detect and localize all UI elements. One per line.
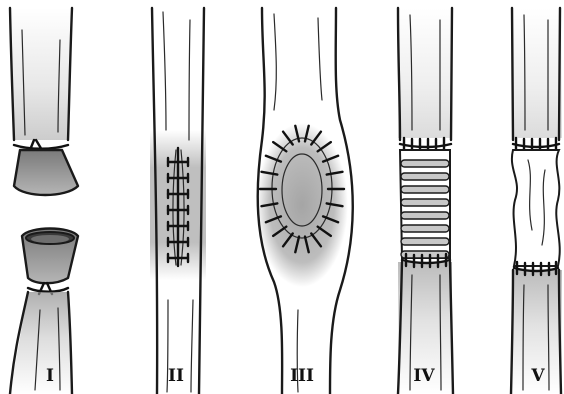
- panel-label-1: I: [30, 366, 70, 386]
- graft-ring: [401, 160, 449, 167]
- graft-ring: [401, 225, 449, 232]
- panel-1-illustration: [10, 8, 78, 394]
- graft-ring: [401, 199, 449, 206]
- graft-ring: [401, 186, 449, 193]
- panel-label-3: III: [282, 366, 322, 386]
- graft-ring: [401, 251, 449, 258]
- graft-ring: [401, 173, 449, 180]
- panel-4-illustration: [398, 8, 453, 394]
- graft-ring: [401, 212, 449, 219]
- panel-label-2: II: [156, 366, 196, 386]
- panel-label-4: IV: [404, 366, 444, 386]
- panel-2-illustration: [150, 8, 206, 394]
- panel-label-5: V: [518, 366, 558, 386]
- graft-ring: [401, 238, 449, 245]
- panel-3-illustration: [256, 8, 353, 394]
- panel-5-illustration: [511, 8, 562, 394]
